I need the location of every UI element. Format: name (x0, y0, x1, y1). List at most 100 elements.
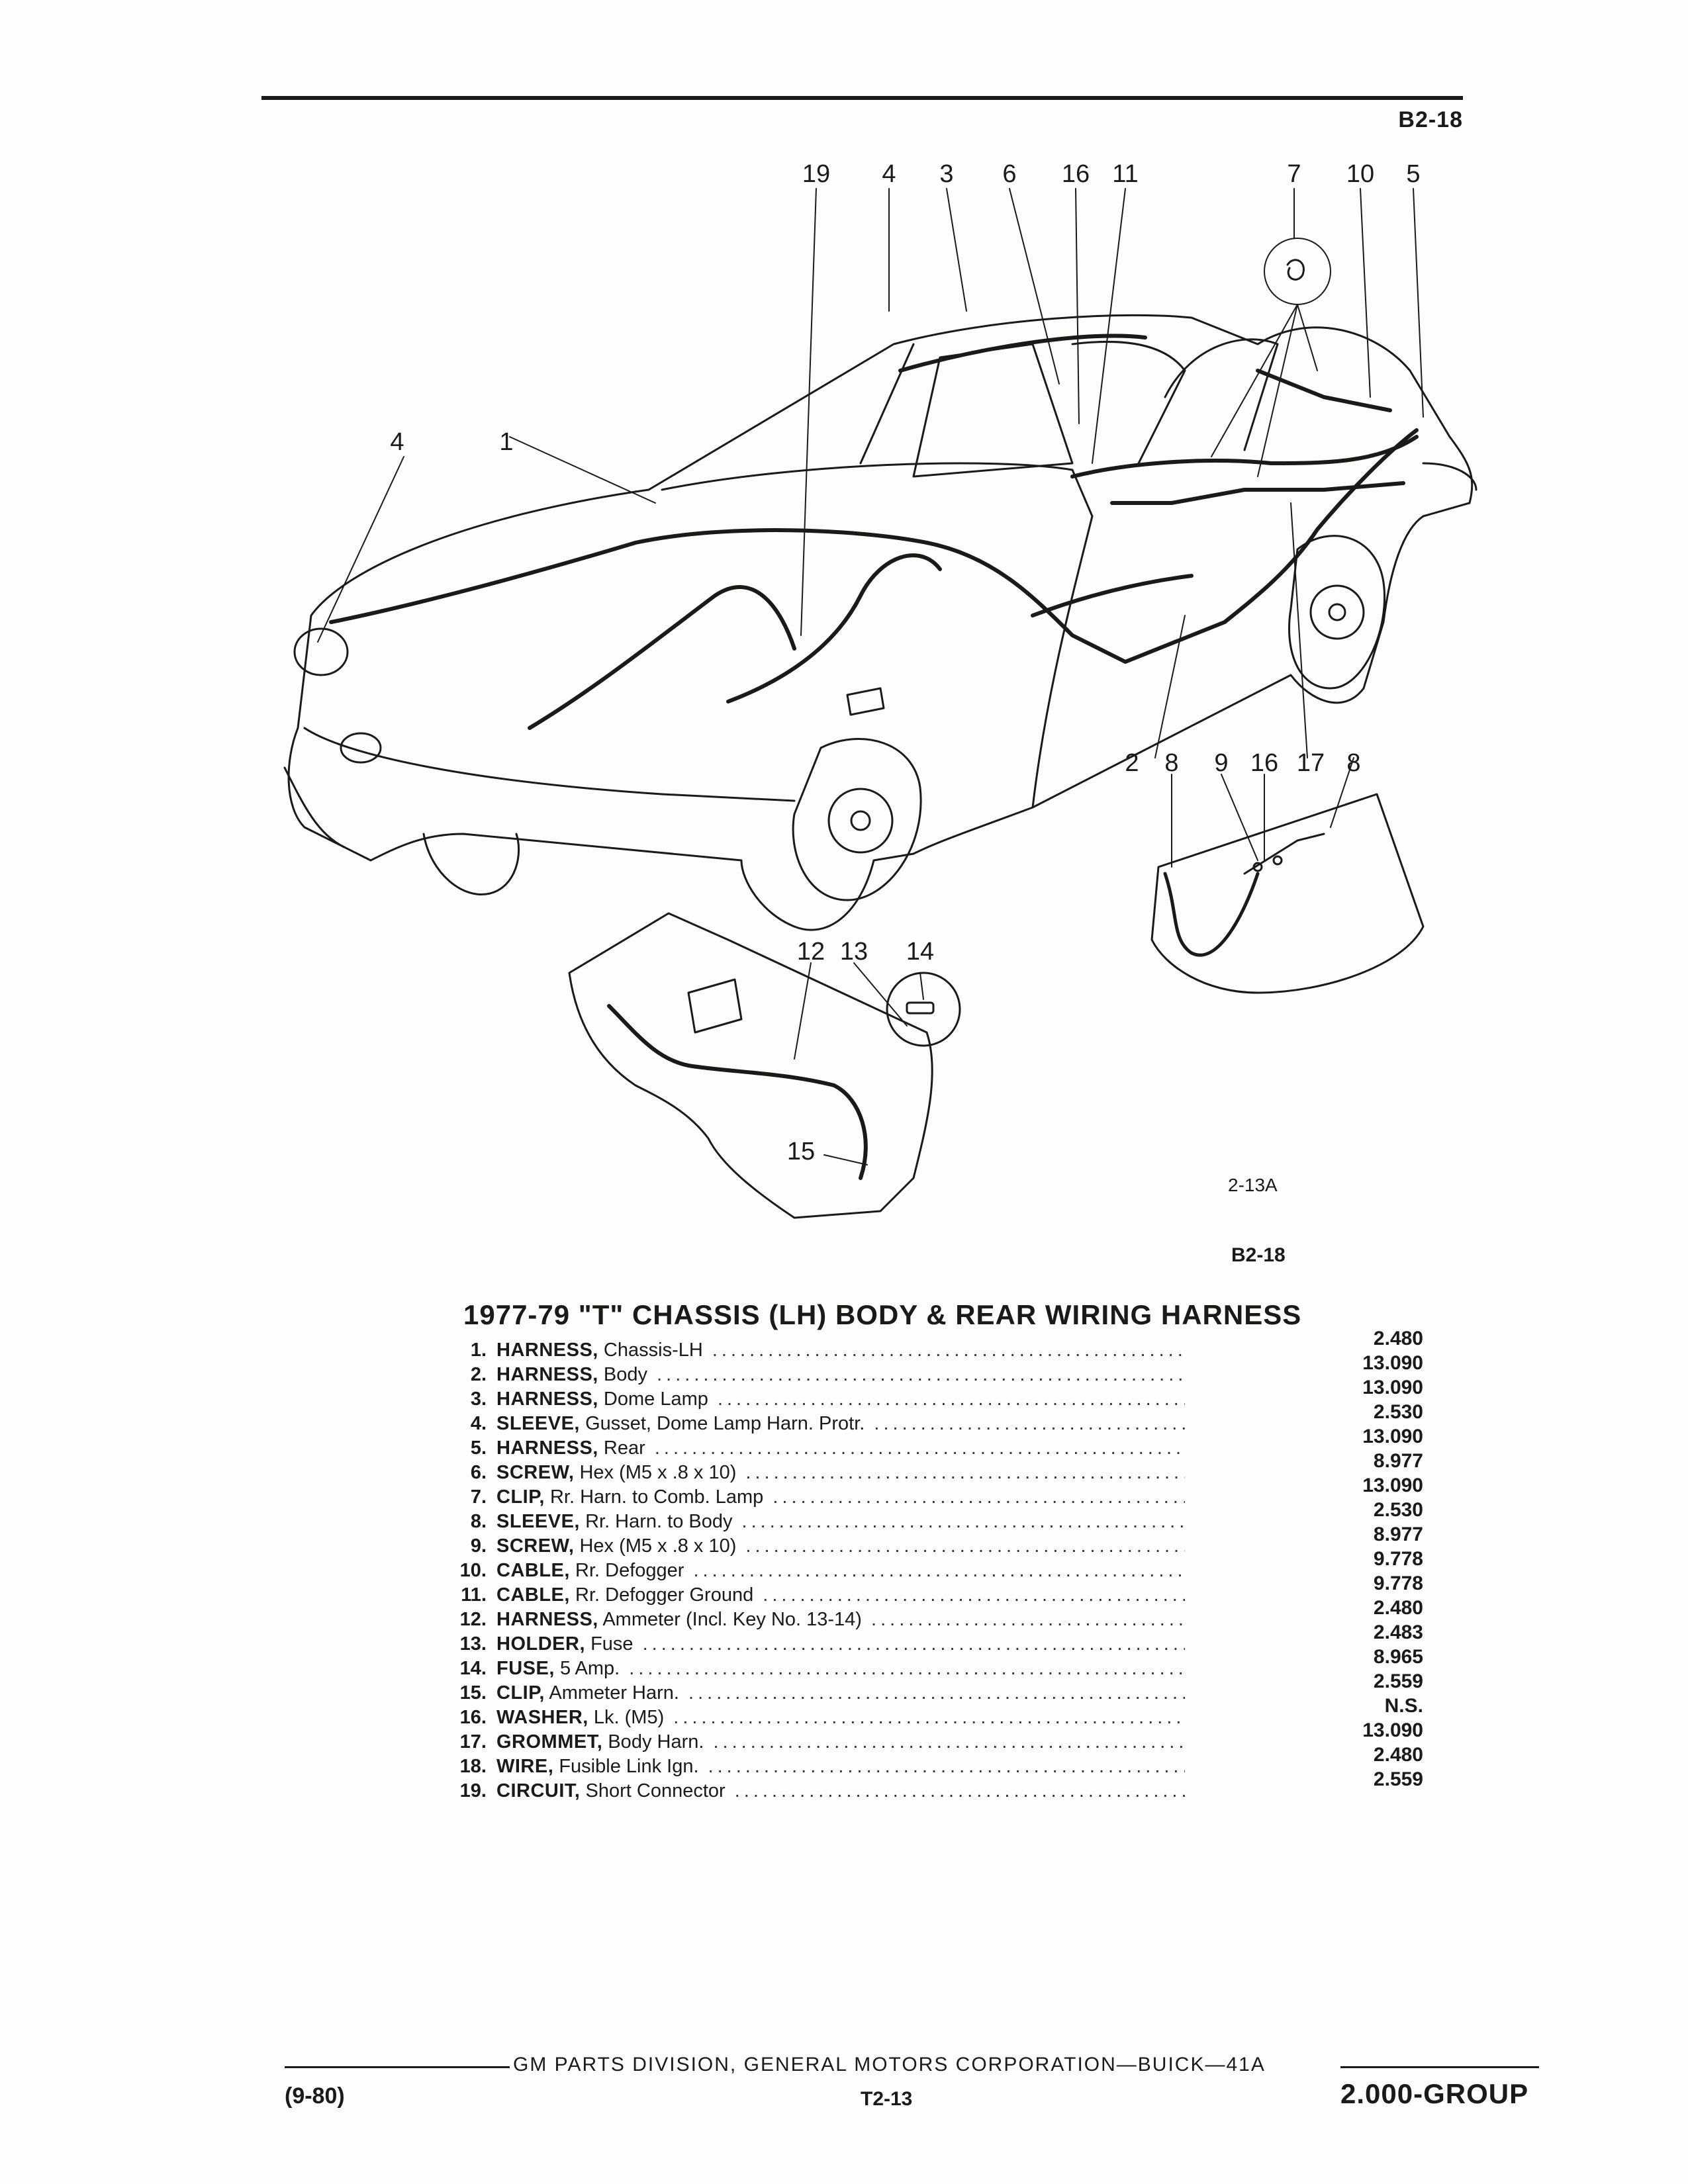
part-number: 8. (470, 1511, 487, 1532)
part-group-code: 9.778 (1373, 1572, 1423, 1594)
part-group-code: 13.090 (1362, 1377, 1423, 1398)
part-name: WASHER, (496, 1707, 588, 1728)
dot-leader: ........................................… (708, 1756, 1185, 1777)
callout-14: 14 (906, 938, 934, 966)
part-description: HARNESS, Dome Lamp .....................… (496, 1388, 1185, 1410)
part-row: 12.HARNESS, Ammeter (Incl. Key No. 13-14… (430, 1597, 1423, 1631)
part-group-code: 13.090 (1362, 1352, 1423, 1374)
part-group-code: 2.480 (1373, 1597, 1423, 1619)
section-page-code: B2-18 (1231, 1244, 1286, 1266)
part-number: 10. (459, 1560, 487, 1581)
callout-17: 17 (1297, 749, 1325, 777)
part-description: CABLE, Rr. Defogger ....................… (496, 1560, 1185, 1582)
part-row: 3.HARNESS, Dome Lamp ...................… (430, 1377, 1423, 1410)
part-detail: Chassis-LH (603, 1340, 703, 1361)
part-number: 4. (470, 1413, 487, 1434)
part-name: CIRCUIT, (496, 1780, 581, 1801)
section-title: 1977-79 "T" CHASSIS (LH) BODY & REAR WIR… (463, 1299, 1302, 1330)
dot-leader: ........................................… (693, 1560, 1185, 1581)
part-row: 17.GROMMET, Body Harn. .................… (430, 1719, 1423, 1753)
part-detail: Ammeter Harn. (549, 1682, 679, 1704)
footer-date: (9-80) (285, 2083, 345, 2109)
part-row: 16.WASHER, Lk. (M5) ....................… (430, 1695, 1423, 1729)
part-group-code: 8.977 (1373, 1524, 1423, 1545)
part-row: 14.FUSE, 5 Amp. ........................… (430, 1646, 1423, 1680)
part-row: 2.HARNESS, Body ........................… (430, 1352, 1423, 1386)
part-row: 10. CABLE, Rr. Defogger .................… (430, 1548, 1423, 1582)
part-number: 15. (459, 1682, 487, 1704)
part-description: WASHER, Lk. (M5) .......................… (496, 1707, 1185, 1729)
dot-leader: ........................................… (773, 1486, 1185, 1508)
part-detail: Gusset, Dome Lamp Harn. Protr. (585, 1413, 865, 1434)
part-name: SCREW, (496, 1462, 575, 1483)
callout-8-rear: 8 (1346, 749, 1360, 777)
part-name: HOLDER, (496, 1633, 585, 1655)
dot-leader: ........................................… (745, 1462, 1185, 1483)
callout-16-rear: 16 (1250, 749, 1278, 777)
page-code-top: B2-18 (1398, 107, 1463, 132)
clip-detail-circle (1264, 238, 1331, 305)
callout-12: 12 (797, 938, 825, 966)
callout-6: 6 (1002, 160, 1016, 188)
part-name: WIRE, (496, 1756, 554, 1777)
part-detail: Rr. Harn. to Body (585, 1511, 733, 1532)
dot-leader: ........................................… (657, 1364, 1185, 1385)
part-description: HOLDER, Fuse ...........................… (496, 1633, 1185, 1655)
callout-1: 1 (499, 428, 513, 456)
part-number: 1. (470, 1340, 487, 1361)
part-group-code: 8.977 (1373, 1450, 1423, 1472)
part-number: 9. (470, 1535, 487, 1557)
part-description: SCREW, Hex (M5 x .8 x 10) ..............… (496, 1535, 1185, 1557)
part-description: SLEEVE, Rr. Harn. to Body ..............… (496, 1511, 1185, 1533)
callout-11: 11 (1112, 160, 1138, 188)
part-row: 4. SLEEVE, Gusset, Dome Lamp Harn. Protr.… (430, 1401, 1423, 1435)
part-name: CLIP, (496, 1682, 545, 1704)
part-group-code: 13.090 (1362, 1719, 1423, 1741)
part-detail: Dome Lamp (603, 1388, 708, 1410)
part-description: CABLE, Rr. Defogger Ground .............… (496, 1584, 1185, 1606)
part-description: SLEEVE, Gusset, Dome Lamp Harn. Protr. .… (496, 1413, 1185, 1435)
part-name: CABLE, (496, 1560, 570, 1581)
dot-leader: ........................................… (763, 1584, 1185, 1606)
part-group-code: 2.483 (1373, 1621, 1423, 1643)
parts-list: 1. HARNESS, Chassis-LH ..................… (430, 1328, 1423, 1802)
callout-3: 3 (939, 160, 953, 188)
part-detail: Rr. Defogger Ground (575, 1584, 754, 1606)
part-row: 6.SCREW, Hex (M5 x .8 x 10) ............… (430, 1450, 1423, 1484)
callout-16: 16 (1062, 160, 1090, 188)
footer-publisher: GM PARTS DIVISION, GENERAL MOTORS CORPOR… (513, 2054, 1266, 2075)
dot-leader: ........................................… (712, 1340, 1185, 1361)
footer-rule-left (285, 2066, 510, 2068)
part-description: FUSE, 5 Amp. ...........................… (496, 1658, 1185, 1680)
dot-leader: ........................................… (642, 1633, 1185, 1655)
part-detail: Hex (M5 x .8 x 10) (579, 1462, 737, 1483)
part-number: 5. (470, 1437, 487, 1459)
part-group-code: 2.530 (1373, 1499, 1423, 1521)
callout-5: 5 (1406, 160, 1420, 188)
car-body-outline (283, 314, 1477, 931)
callout-19: 19 (802, 160, 830, 188)
part-row: 1. HARNESS, Chassis-LH ..................… (430, 1328, 1423, 1361)
part-row: 7.CLIP, Rr. Harn. to Comb. Lamp ........… (430, 1475, 1423, 1508)
part-number: 2. (470, 1364, 487, 1385)
part-row: 19.CIRCUIT, Short Connector ............… (430, 1768, 1423, 1802)
part-detail: 5 Amp. (559, 1658, 620, 1679)
part-name: FUSE, (496, 1658, 555, 1679)
part-number: 12. (459, 1609, 487, 1630)
part-group-code: 13.090 (1362, 1426, 1423, 1447)
callout-labels: 19 4 3 6 16 11 7 10 5 4 1 2 8 9 16 17 8 … (390, 160, 1420, 1165)
part-description: HARNESS, Rear ..........................… (496, 1437, 1185, 1459)
part-detail: Body Harn. (608, 1731, 704, 1752)
part-name: CLIP, (496, 1486, 545, 1508)
part-name: HARNESS, (496, 1340, 598, 1361)
part-number: 13. (459, 1633, 487, 1655)
part-row: 15. CLIP, Ammeter Harn. .................… (430, 1670, 1423, 1704)
dot-leader: ........................................… (629, 1658, 1185, 1679)
callout-15: 15 (787, 1138, 815, 1165)
callout-4: 4 (882, 160, 896, 188)
callout-8: 8 (1164, 749, 1178, 777)
part-description: CLIP, Ammeter Harn. ....................… (496, 1682, 1185, 1704)
callout-7: 7 (1287, 160, 1301, 188)
part-name: GROMMET, (496, 1731, 603, 1752)
